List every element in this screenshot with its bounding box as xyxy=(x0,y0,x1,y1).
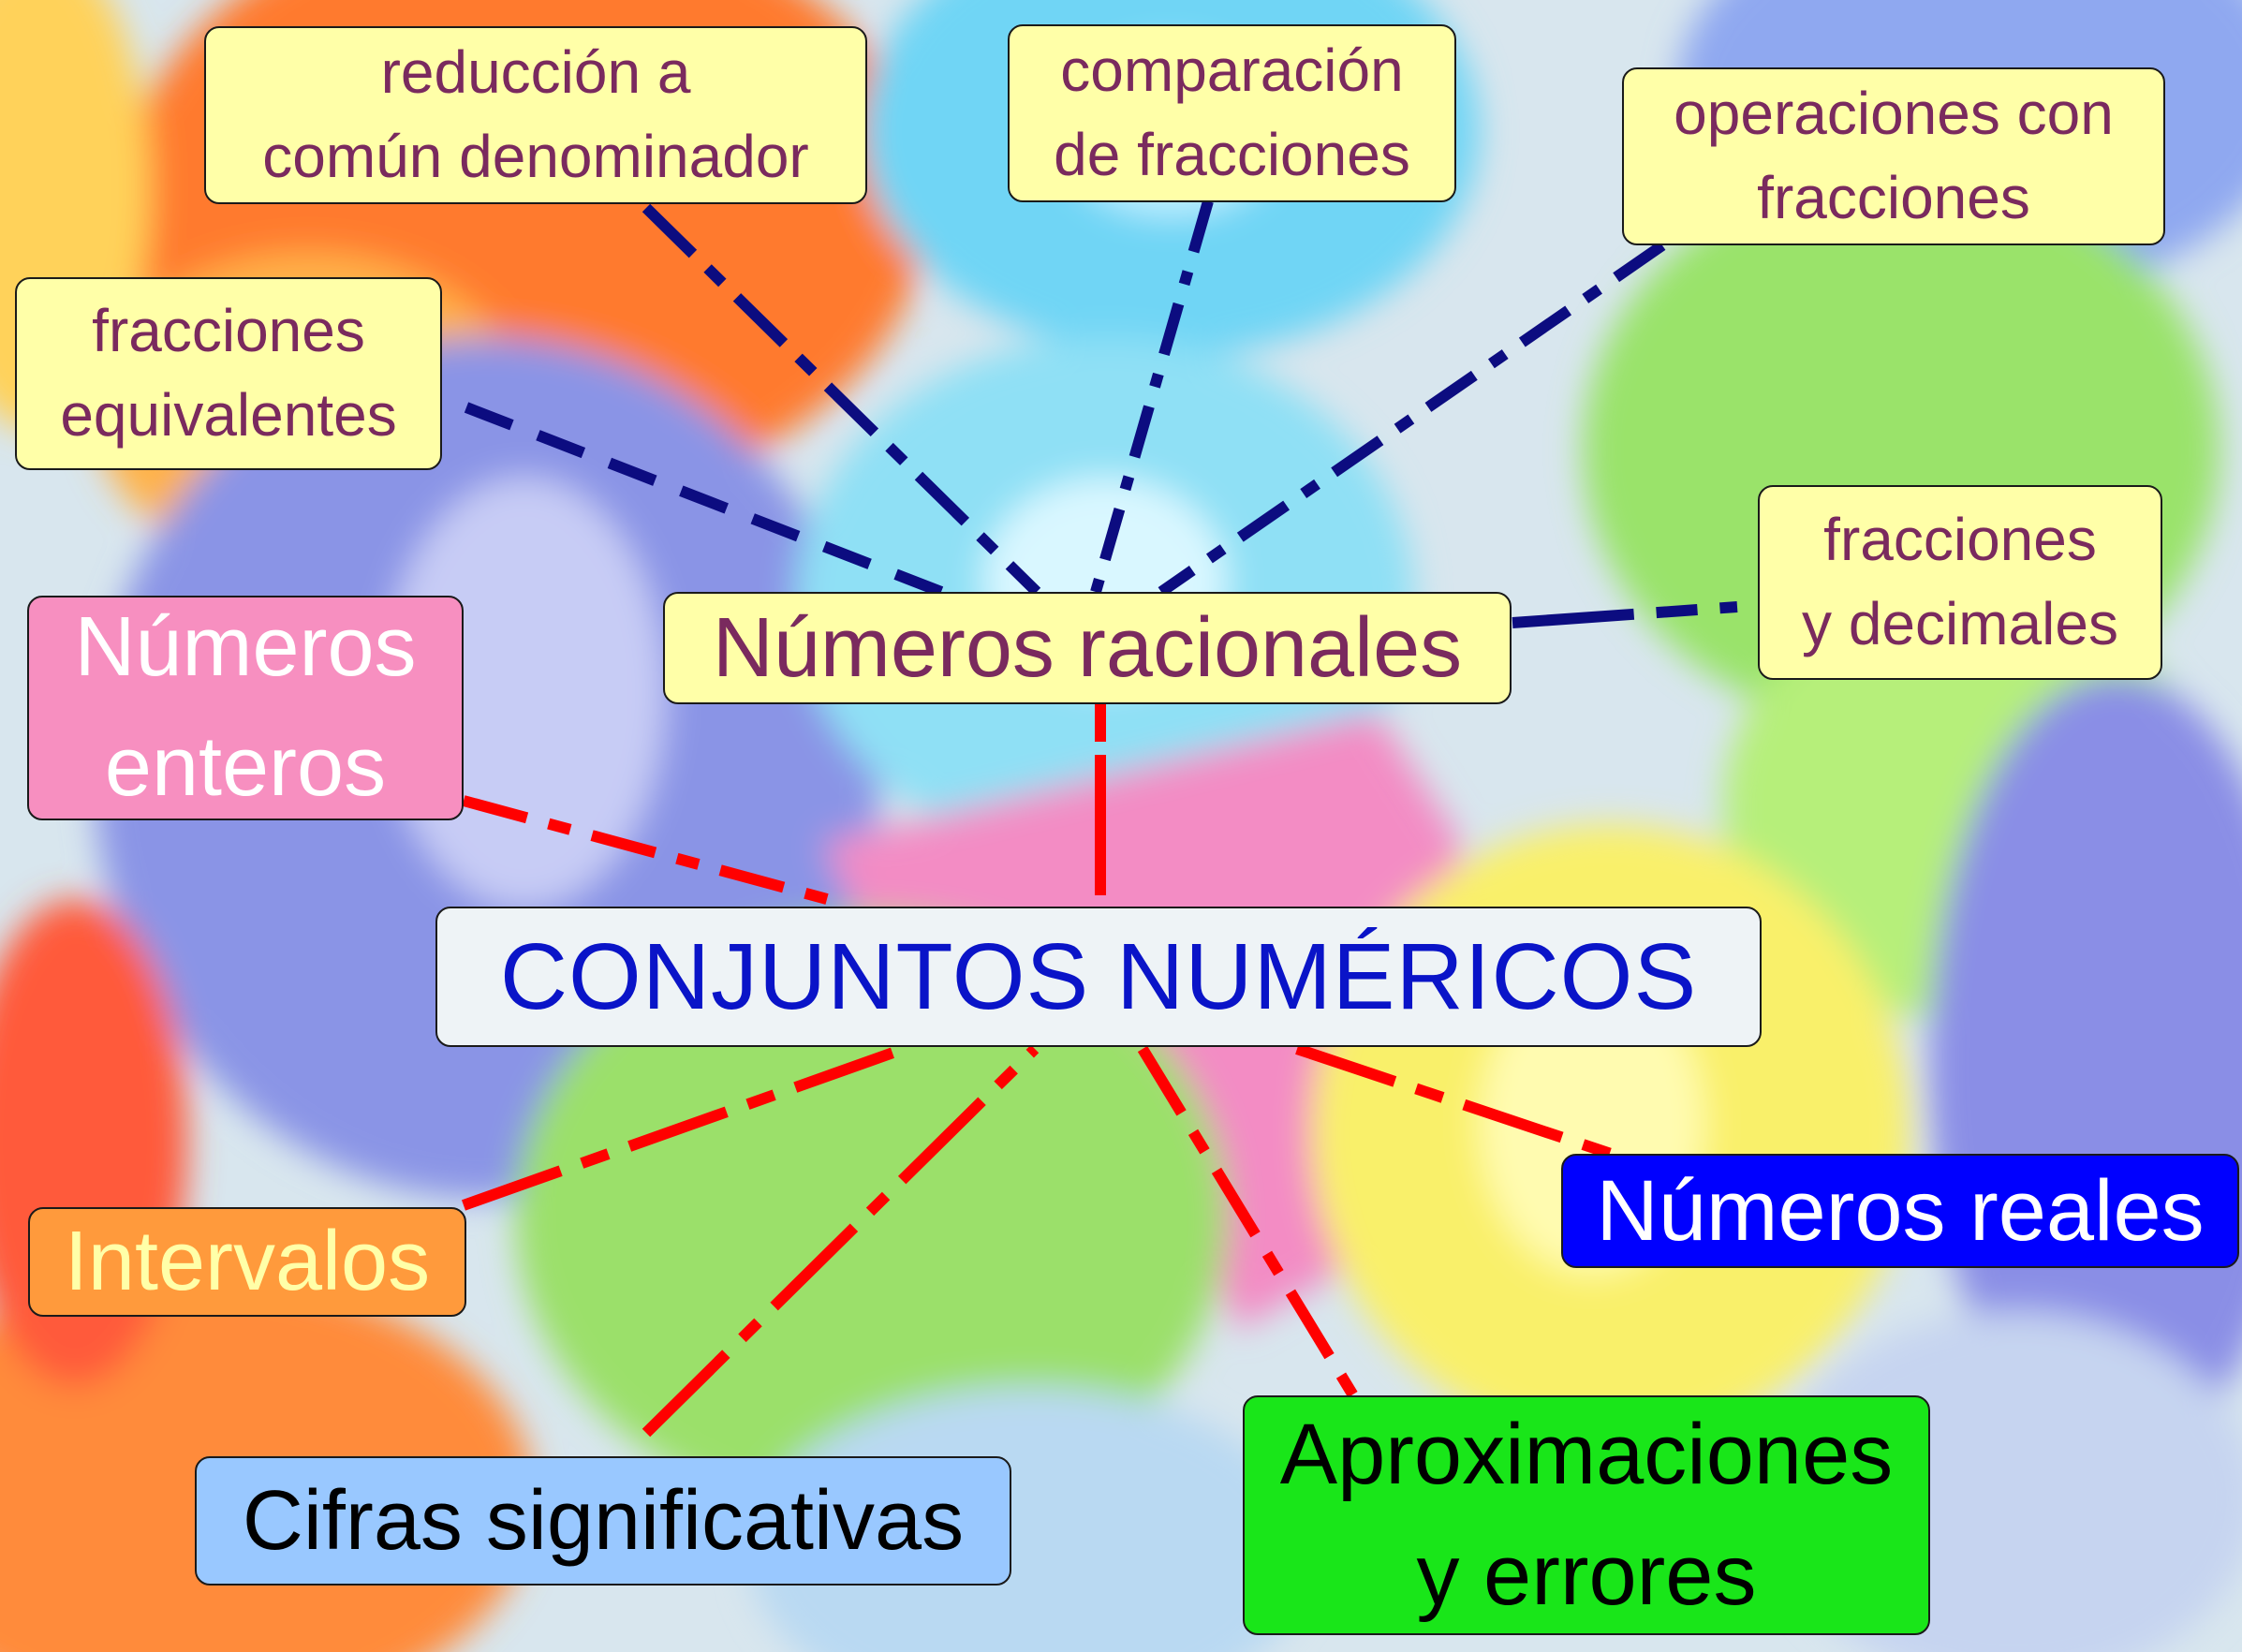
connector-reales xyxy=(1295,1043,1613,1159)
connector-decimales xyxy=(1512,601,1738,628)
node-label: Intervalos xyxy=(64,1215,431,1308)
node-label: Números reales xyxy=(1596,1162,2205,1259)
connector-cifras xyxy=(642,1044,1040,1438)
connector-equivalentes xyxy=(464,402,944,597)
node-label: CONJUNTOS NUMÉRICOS xyxy=(499,923,1698,1029)
node-label: fracciones equivalentes xyxy=(60,297,397,449)
rational-branch-connectors xyxy=(464,199,1738,628)
connector-reduccion xyxy=(642,203,1041,597)
node-reduccion-comun-denominador: reducción a común denominador xyxy=(204,26,867,204)
connector-aproximaciones xyxy=(1137,1045,1359,1399)
node-label: Aproximaciones y errores xyxy=(1279,1407,1894,1623)
node-numeros-reales: Números reales xyxy=(1561,1154,2239,1268)
node-conjuntos-numericos: CONJUNTOS NUMÉRICOS xyxy=(435,907,1762,1047)
connector-comparacion xyxy=(1090,199,1214,594)
node-label: Cifras significativas xyxy=(242,1473,965,1568)
node-label: operaciones con fracciones xyxy=(1674,80,2114,231)
node-operaciones-fracciones: operaciones con fracciones xyxy=(1622,67,2165,245)
node-label: comparación de fracciones xyxy=(1054,37,1410,188)
connector-operaciones xyxy=(1158,241,1666,597)
node-aproximaciones-errores: Aproximaciones y errores xyxy=(1243,1395,1930,1635)
node-intervalos: Intervalos xyxy=(28,1207,466,1317)
node-cifras-significativas: Cifras significativas xyxy=(195,1456,1011,1586)
connector-enteros xyxy=(462,795,849,910)
node-fracciones-equivalentes: fracciones equivalentes xyxy=(15,277,442,470)
node-label: Números enteros xyxy=(74,600,417,814)
main-branch-connectors xyxy=(461,704,1613,1438)
node-comparacion-fracciones: comparación de fracciones xyxy=(1008,24,1456,202)
connector-intervalos xyxy=(461,1043,907,1211)
node-numeros-enteros: Números enteros xyxy=(27,596,464,820)
node-label: reducción a común denominador xyxy=(262,38,809,190)
node-fracciones-decimales: fracciones y decimales xyxy=(1758,485,2162,680)
node-numeros-racionales: Números racionales xyxy=(663,592,1512,704)
node-label: fracciones y decimales xyxy=(1802,506,2118,657)
node-label: Números racionales xyxy=(712,600,1463,695)
